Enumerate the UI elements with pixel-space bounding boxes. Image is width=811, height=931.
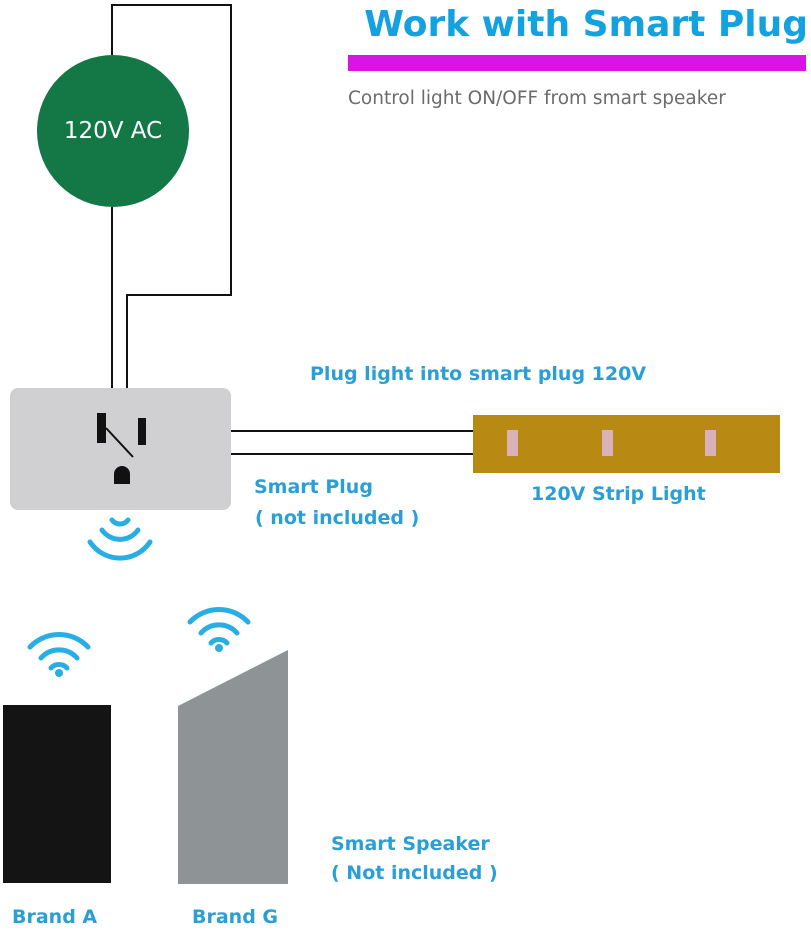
smart-plug-note: ( not included ) bbox=[255, 507, 420, 529]
brand-g-label: Brand G bbox=[192, 906, 279, 928]
page-subtitle: Control light ON/OFF from smart speaker bbox=[348, 88, 726, 109]
strip-led bbox=[507, 430, 518, 456]
instruction-label: Plug light into smart plug 120V bbox=[310, 363, 647, 385]
wifi-signal-icon bbox=[87, 517, 153, 561]
outlet-icon bbox=[97, 413, 146, 484]
wifi-signal-icon bbox=[187, 607, 251, 652]
brand-a-label: Brand A bbox=[12, 906, 98, 928]
smart-speaker-note: ( Not included ) bbox=[331, 862, 498, 884]
outlet-slot-right bbox=[138, 418, 146, 445]
power-source-label: 120V AC bbox=[63, 118, 163, 144]
strip-light bbox=[473, 415, 780, 473]
speaker-brand-a bbox=[3, 705, 111, 883]
strip-led bbox=[602, 430, 613, 456]
wifi-signal-icon bbox=[27, 632, 91, 677]
outlet-slot-left bbox=[97, 413, 106, 443]
title-underline-bar bbox=[348, 55, 806, 71]
smart-plug-label: Smart Plug bbox=[254, 476, 373, 498]
power-wire-left bbox=[111, 4, 232, 388]
outlet-ground-pin bbox=[114, 466, 130, 484]
page-title: Work with Smart Plug bbox=[364, 4, 808, 45]
switch-lever bbox=[105, 427, 134, 458]
speaker-brand-g bbox=[178, 650, 288, 884]
strip-led bbox=[705, 430, 716, 456]
strip-light-label: 120V Strip Light bbox=[531, 483, 706, 505]
smart-plug-outlet bbox=[10, 388, 231, 510]
smart-speaker-label: Smart Speaker bbox=[331, 833, 490, 855]
power-source-120v-ac: 120V AC bbox=[37, 55, 189, 207]
